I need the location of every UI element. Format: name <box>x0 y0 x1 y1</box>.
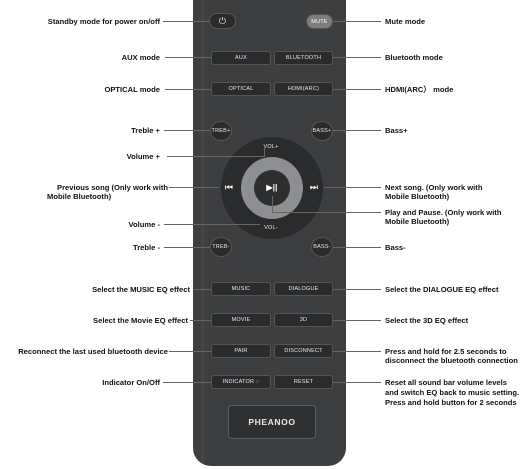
movie-button[interactable]: MOVIE <box>211 313 271 327</box>
label-volume-minus: Volume - <box>128 220 160 229</box>
leader-line <box>190 320 211 321</box>
label-dialogue: Select the DIALOGUE EQ effect <box>385 285 499 294</box>
previous-icon[interactable]: ⏮ <box>224 181 234 192</box>
vol-plus-button[interactable]: VOL+ <box>263 144 279 150</box>
label-hdmi: HDMI(ARC） mode <box>385 85 454 94</box>
leader-line <box>333 57 381 58</box>
label-bluetooth: Bluetooth mode <box>385 53 443 62</box>
leader-line <box>164 130 210 131</box>
label-play-1: Play and Pause. (Only work with <box>385 208 502 217</box>
leader-line <box>264 148 265 157</box>
leader-line <box>333 289 381 290</box>
label-3d: Select the 3D EQ effect <box>385 316 469 325</box>
leader-line <box>333 382 381 383</box>
label-next-1: Next song. (Only work with <box>385 183 483 192</box>
leader-line <box>193 289 211 290</box>
leader-line <box>324 187 381 188</box>
label-movie: Select the Movie EQ effect <box>93 316 188 325</box>
leader-line <box>272 196 273 213</box>
brand-logo: PHEANOO <box>228 405 316 439</box>
leader-line <box>333 247 381 248</box>
leader-line <box>272 212 381 213</box>
label-standby: Standby mode for power on/off <box>47 17 160 26</box>
leader-line <box>163 21 209 22</box>
label-indicator: Indicator On/Off <box>102 378 160 387</box>
bass-plus-button[interactable]: BASS+ <box>311 121 333 141</box>
label-previous-2: Mobile Bluetooth) <box>47 192 112 201</box>
dpad-center <box>254 170 290 206</box>
leader-line <box>164 224 260 225</box>
label-reset-3: Press and hold button for 2 seconds <box>385 398 517 407</box>
optical-button[interactable]: OPTICAL <box>211 82 271 96</box>
label-treble-plus: Treble + <box>131 126 160 135</box>
leader-line <box>169 187 219 188</box>
label-music: Select the MUSIC EQ effect <box>92 285 190 294</box>
label-bass-minus: Bass- <box>385 243 406 252</box>
disconnect-button[interactable]: DISCONNECT <box>274 344 333 358</box>
leader-line <box>165 57 211 58</box>
leader-line <box>333 130 381 131</box>
indicator-button[interactable]: INDICATOR ◌ <box>211 375 271 389</box>
next-icon[interactable]: ⏭ <box>309 181 319 192</box>
reset-button[interactable]: RESET <box>274 375 333 389</box>
label-optical: OPTICAL mode <box>104 85 160 94</box>
leader-line <box>169 351 211 352</box>
label-previous-1: Previous song (Only work with <box>57 183 168 192</box>
aux-button[interactable]: AUX <box>211 51 271 65</box>
leader-line <box>333 320 381 321</box>
label-next-2: Mobile Bluetooth) <box>385 192 450 201</box>
pair-button[interactable]: PAIR <box>211 344 271 358</box>
play-pause-icon[interactable]: ▶|| <box>266 182 278 192</box>
label-mute: Mute mode <box>385 17 426 26</box>
3d-button[interactable]: 3D <box>274 313 333 327</box>
label-disconnect-2: disconnect the bluetooth connection <box>385 356 518 365</box>
leader-line <box>333 351 381 352</box>
treble-minus-button[interactable]: TREB- <box>210 237 232 257</box>
dialogue-button[interactable]: DIALOGUE <box>274 282 333 296</box>
label-bass-plus: Bass+ <box>385 126 408 135</box>
label-reset-1: Reset all sound bar volume levels <box>385 378 507 387</box>
vol-minus-button[interactable]: VOL- <box>264 225 278 231</box>
power-button[interactable]: ⏻ <box>209 13 236 29</box>
treble-plus-button[interactable]: TREB+ <box>210 121 232 141</box>
music-button[interactable]: MUSIC <box>211 282 271 296</box>
label-aux: AUX mode <box>121 53 160 62</box>
leader-line <box>333 89 381 90</box>
label-disconnect-1: Press and hold for 2.5 seconds to <box>385 347 507 356</box>
label-treble-minus: Treble - <box>132 243 160 252</box>
leader-line <box>163 382 211 383</box>
bluetooth-button[interactable]: BLUETOOTH <box>274 51 333 65</box>
bass-minus-button[interactable]: BASS- <box>311 237 333 257</box>
leader-line <box>333 21 381 22</box>
leader-line <box>167 156 265 157</box>
mute-button[interactable]: MUTE <box>306 14 333 29</box>
dpad-svg <box>221 137 323 239</box>
label-volume-plus: Volume + <box>126 152 160 161</box>
label-pair: Reconnect the last used bluetooth device <box>18 347 168 356</box>
label-play-2: Mobile Bluetooth) <box>385 217 450 226</box>
label-reset-2: and switch EQ back to music setting. <box>385 388 520 397</box>
leader-line <box>165 89 211 90</box>
hdmi-arc-button[interactable]: HDMI(ARC) <box>274 82 333 96</box>
leader-line <box>164 247 210 248</box>
